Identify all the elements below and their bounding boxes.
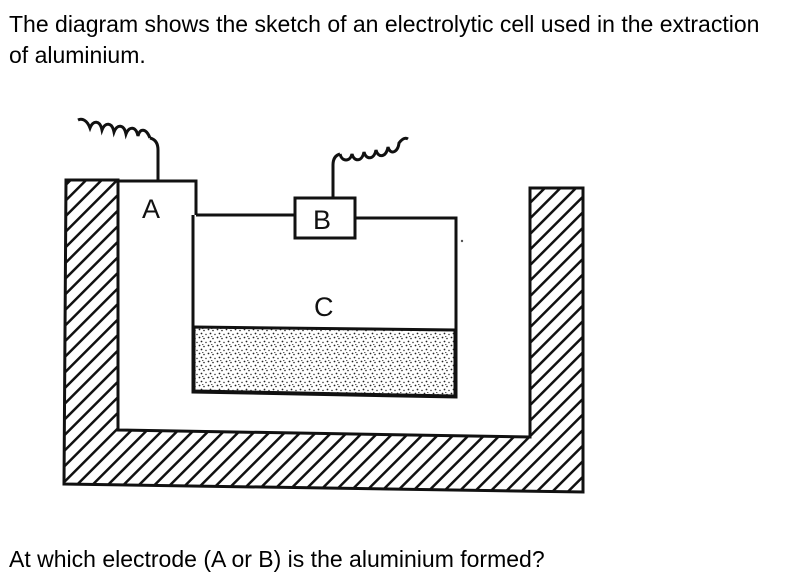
label-c: C: [314, 292, 334, 322]
electrode-a-outline: [118, 179, 198, 215]
wire-b: [331, 152, 341, 198]
coil-b: [338, 136, 409, 162]
stray-dot: [460, 239, 464, 243]
question-intro: The diagram shows the sketch of an elect…: [9, 11, 760, 68]
electrode-b: [293, 196, 357, 240]
question-follow-up: At which electrode (A or B) is the alumi…: [9, 546, 545, 572]
coil-a: [77, 117, 152, 140]
label-b: B: [313, 205, 331, 235]
molten-aluminium-layer: [192, 325, 457, 398]
label-a: A: [142, 194, 160, 224]
cell-lining-walls: [62, 178, 585, 494]
wire-a: [149, 136, 160, 181]
